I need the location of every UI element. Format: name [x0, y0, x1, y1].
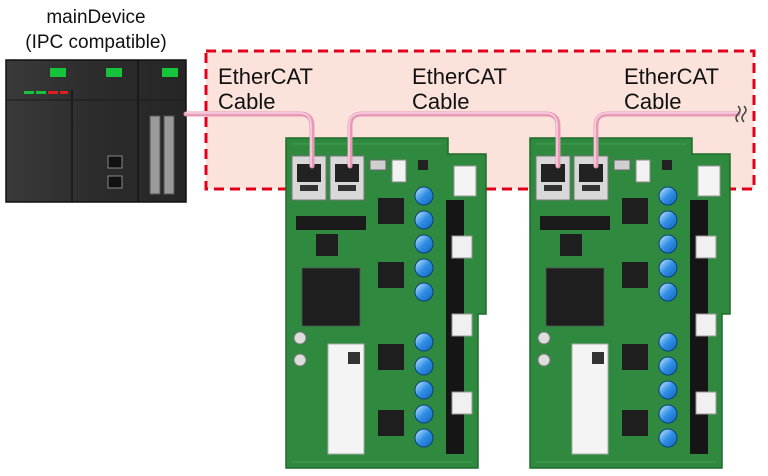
main-device-subtitle: (IPC compatible)	[25, 32, 167, 53]
ethernet-port-1	[107, 155, 123, 169]
status-led-3	[162, 68, 178, 77]
ethernet-port-2	[107, 175, 123, 189]
subdevice-board-1	[285, 137, 487, 469]
status-led-1	[50, 68, 66, 77]
subdevice-board-2	[529, 137, 731, 469]
cable-continuation-symbol	[735, 105, 747, 123]
main-device-plc	[5, 59, 187, 203]
status-led-2	[106, 68, 122, 77]
main-device-title: mainDevice	[46, 7, 146, 28]
